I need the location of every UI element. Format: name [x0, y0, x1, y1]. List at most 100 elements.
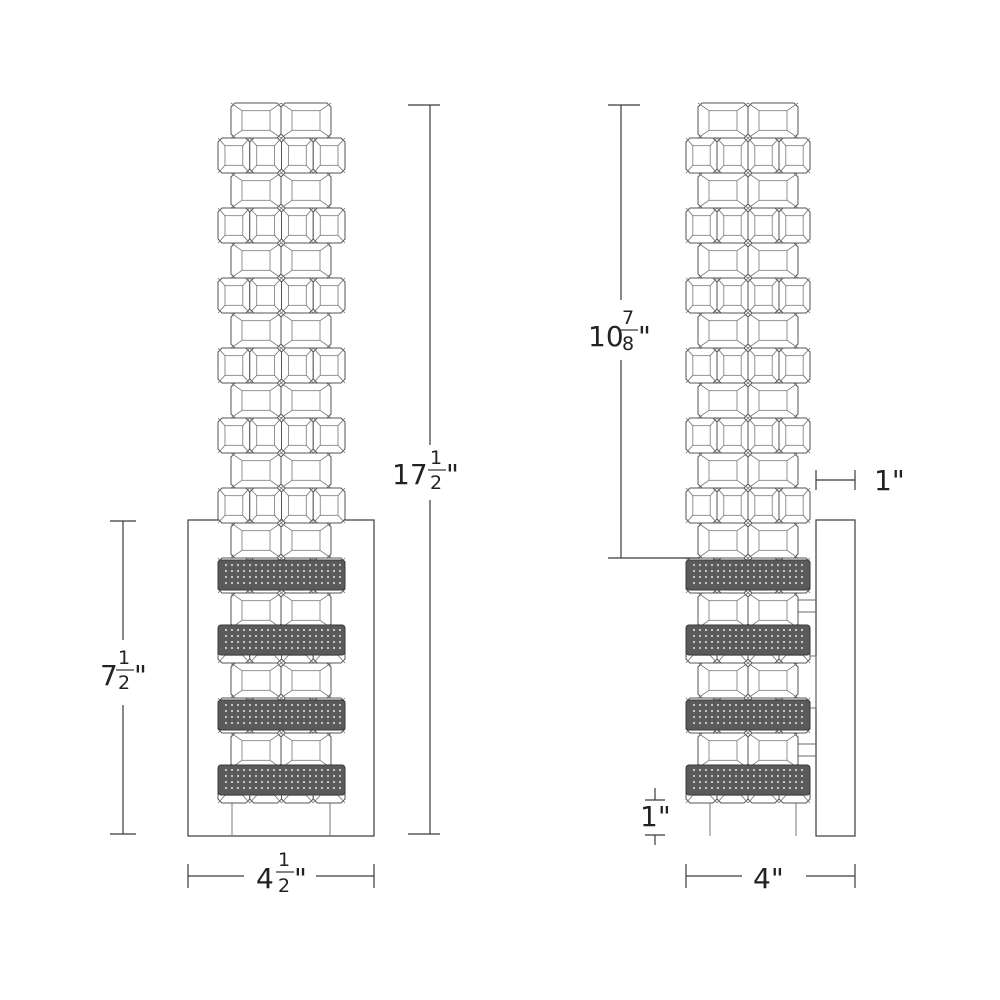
crystal-facet — [224, 145, 244, 166]
crystal-cell — [778, 207, 811, 244]
crystal-facet — [241, 530, 271, 551]
front-backplate-height-unit: " — [134, 659, 147, 692]
side-extension-whole: 10 — [588, 320, 624, 353]
crystal-cell — [778, 137, 811, 174]
band-perforation — [692, 563, 804, 585]
side-projection-dimension: 1" — [815, 464, 905, 497]
crystal-facet — [224, 425, 244, 446]
crystal-facet — [291, 460, 321, 481]
crystal-facet — [291, 250, 321, 271]
crystal-facet — [754, 425, 773, 446]
crystal-facet — [758, 670, 788, 691]
side-view — [685, 102, 856, 837]
crystal-facet — [291, 390, 321, 411]
band-perforation — [224, 768, 342, 790]
crystal-facet — [708, 530, 738, 551]
crystal-facet — [758, 740, 788, 761]
crystal-facet — [758, 530, 788, 551]
crystal-facet — [241, 460, 271, 481]
band-perforation — [224, 628, 342, 650]
crystal-facet — [708, 670, 738, 691]
metal-band — [685, 764, 811, 796]
crystal-facet — [241, 740, 271, 761]
crystal-facet — [754, 285, 773, 306]
front-width-dimension: 4 1 2 " — [187, 849, 375, 897]
crystal-facet — [692, 215, 711, 236]
crystal-facet — [723, 215, 742, 236]
crystal-cell — [778, 417, 811, 454]
crystal-facet — [785, 215, 804, 236]
crystal-facet — [224, 285, 244, 306]
side-metal-bands — [685, 559, 811, 796]
crystal-cell — [778, 347, 811, 384]
crystal-facet — [319, 215, 339, 236]
crystal-facet — [758, 600, 788, 621]
crystal-facet — [754, 145, 773, 166]
crystal-facet — [723, 285, 742, 306]
crystal-facet — [241, 180, 271, 201]
crystal-facet — [758, 390, 788, 411]
crystal-facet — [708, 600, 738, 621]
crystal-facet — [692, 355, 711, 376]
side-crystal-column — [685, 102, 811, 804]
front-width-numerator: 1 — [278, 849, 290, 871]
crystal-cell — [312, 277, 346, 314]
side-extension-denominator: 8 — [622, 333, 634, 355]
crystal-cell — [778, 277, 811, 314]
crystal-facet — [785, 285, 804, 306]
crystal-facet — [288, 495, 307, 516]
front-width-unit: " — [294, 862, 307, 895]
front-view — [187, 102, 375, 837]
crystal-facet — [319, 495, 339, 516]
metal-band — [685, 624, 811, 656]
crystal-facet — [256, 495, 275, 516]
crystal-facet — [758, 460, 788, 481]
crystal-facet — [708, 320, 738, 341]
side-bottom-offset-label: 1" — [640, 800, 671, 833]
front-backplate-height-dimension: 7 1 2 " — [100, 520, 147, 835]
crystal-facet — [692, 495, 711, 516]
band-perforation — [692, 628, 804, 650]
crystal-facet — [723, 145, 742, 166]
crystal-facet — [708, 740, 738, 761]
band-perforation — [224, 703, 342, 725]
crystal-facet — [291, 530, 321, 551]
crystal-cell — [312, 347, 346, 384]
crystal-facet — [241, 320, 271, 341]
front-total-height-denominator: 2 — [430, 472, 442, 494]
crystal-facet — [288, 355, 307, 376]
crystal-facet — [291, 320, 321, 341]
band-perforation — [224, 563, 342, 585]
front-total-height-whole: 17 — [392, 458, 428, 491]
crystal-facet — [256, 355, 275, 376]
crystal-facet — [319, 145, 339, 166]
metal-band — [685, 559, 811, 591]
front-total-height-dimension: 17 1 2 " — [392, 104, 459, 835]
crystal-facet — [288, 425, 307, 446]
crystal-facet — [708, 250, 738, 271]
front-backplate-height-whole: 7 — [100, 659, 118, 692]
crystal-facet — [256, 425, 275, 446]
band-perforation — [692, 768, 804, 790]
crystal-facet — [723, 495, 742, 516]
crystal-cell — [778, 487, 811, 524]
front-metal-bands — [217, 559, 346, 796]
front-backplate-height-numerator: 1 — [118, 647, 130, 669]
crystal-facet — [291, 670, 321, 691]
side-wall-plate — [815, 519, 856, 837]
band-perforation — [692, 703, 804, 725]
crystal-facet — [319, 425, 339, 446]
crystal-facet — [241, 600, 271, 621]
crystal-facet — [723, 355, 742, 376]
crystal-facet — [723, 425, 742, 446]
side-extension-dimension: 10 7 8 " — [588, 104, 700, 559]
crystal-facet — [785, 495, 804, 516]
crystal-facet — [291, 740, 321, 761]
crystal-facet — [224, 215, 244, 236]
front-total-height-numerator: 1 — [430, 447, 442, 469]
side-extension-numerator: 7 — [622, 307, 634, 329]
metal-band — [685, 699, 811, 731]
crystal-cell — [312, 207, 346, 244]
crystal-facet — [758, 110, 788, 131]
front-width-whole: 4 — [256, 862, 274, 895]
